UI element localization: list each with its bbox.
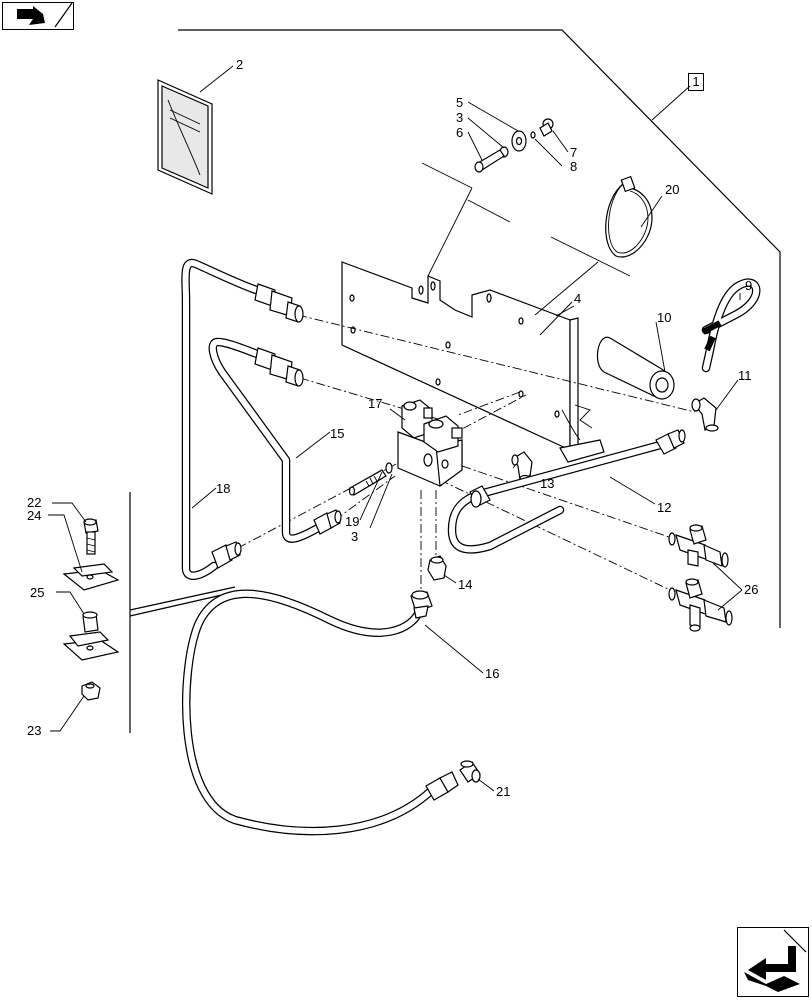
callout-6: 6: [456, 125, 463, 140]
callout-9: 9: [745, 278, 752, 293]
callout-4: 4: [574, 291, 581, 306]
callout-16: 16: [485, 666, 499, 681]
hose-fitting-18-bottom: [211, 541, 242, 569]
return-to-index-icon[interactable]: [737, 927, 809, 997]
tee-fitting-upper: [668, 524, 729, 568]
callout-17: 17: [368, 396, 382, 411]
flexible-hose: [181, 589, 484, 836]
callout-24: 24: [27, 508, 41, 523]
callout-19: 19: [345, 514, 359, 529]
callout-10: 10: [657, 310, 671, 325]
valve-block: [389, 399, 463, 488]
hose-fitting-15-top: [254, 347, 304, 387]
rigid-tube-inner: [208, 337, 323, 543]
callout-23: 23: [27, 723, 41, 738]
callout-26: 26: [744, 582, 758, 597]
hose-fitting-12-left: [469, 485, 491, 508]
callout-13: 13: [540, 476, 554, 491]
fastener-group-bracket: [129, 492, 236, 733]
callout-11: 11: [738, 368, 752, 383]
callout-labels: 2 5 3 6 7 8 20 9 4 10 11 17 15 13 12 18 …: [27, 57, 758, 799]
loop-hose: [701, 278, 761, 373]
callout-15: 15: [330, 426, 344, 441]
callout-14: 14: [458, 577, 472, 592]
callout-25: 25: [30, 585, 44, 600]
nut-14: [427, 555, 457, 584]
rigid-tube-long: [447, 439, 669, 554]
previous-page-icon[interactable]: [2, 2, 74, 30]
callout-22: 22: [27, 495, 41, 510]
hose-fitting-16-top: [410, 590, 433, 619]
hose-fitting-18-top: [254, 283, 304, 323]
stud-bolt: [348, 462, 393, 529]
assembly-boundary: [178, 29, 781, 628]
leader-lines: [191, 301, 573, 509]
fastener-set-top: [467, 101, 569, 173]
manual-booklet: [157, 65, 234, 195]
rigid-tube-outer: [181, 258, 267, 580]
elbow-fitting: [691, 379, 739, 432]
adapter-fitting: [459, 760, 495, 792]
hose-fitting-16-bottom: [425, 771, 459, 801]
callout-5: 5: [456, 95, 463, 110]
tee-fitting-lower: [668, 561, 743, 632]
mounting-bracket-plate: [341, 162, 631, 463]
hose-fitting-15-bottom: [313, 509, 342, 535]
hose-fitting-12-right: [655, 429, 686, 455]
strap-tie: [605, 175, 663, 258]
callout-8: 8: [570, 159, 577, 174]
callout-7: 7: [570, 145, 577, 160]
callout-21: 21: [496, 784, 510, 799]
callout-12: 12: [657, 500, 671, 515]
callout-2: 2: [236, 57, 243, 72]
callout-3-top: 3: [456, 110, 463, 125]
callout-18: 18: [216, 481, 230, 496]
assembly-reference-box: 1: [688, 73, 704, 91]
filter-canister: [596, 321, 675, 400]
callout-20: 20: [665, 182, 679, 197]
callout-3-bottom: 3: [351, 529, 358, 544]
bolt-stack: [48, 502, 120, 732]
